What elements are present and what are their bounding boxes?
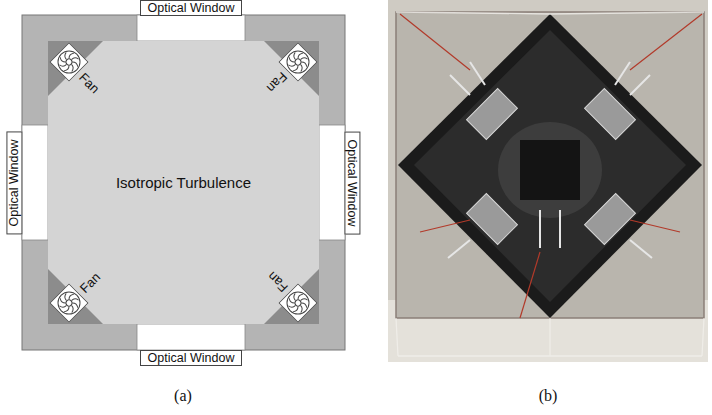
window-glass bbox=[137, 324, 245, 350]
window-glass bbox=[137, 15, 245, 41]
housing-frame bbox=[22, 15, 345, 350]
node-text: Optical Window bbox=[8, 139, 22, 226]
window-label-box: Optical Window bbox=[140, 350, 243, 366]
node-text: Isotropic Turbulence bbox=[116, 174, 251, 191]
node-text: Optical Window bbox=[148, 1, 235, 15]
window-glass bbox=[319, 125, 345, 240]
window-glass bbox=[22, 125, 48, 240]
corner-blocks bbox=[48, 41, 319, 324]
window-label-box: Optical Window bbox=[345, 131, 361, 234]
node-text: Optical Window bbox=[346, 139, 360, 226]
chamber-photo bbox=[388, 0, 708, 362]
panel-label: (a) bbox=[174, 387, 192, 405]
panel-label: (b) bbox=[539, 387, 558, 405]
window-label-box: Optical Window bbox=[7, 131, 23, 234]
window-label-box: Optical Window bbox=[140, 0, 243, 16]
node-text: Optical Window bbox=[148, 351, 235, 365]
